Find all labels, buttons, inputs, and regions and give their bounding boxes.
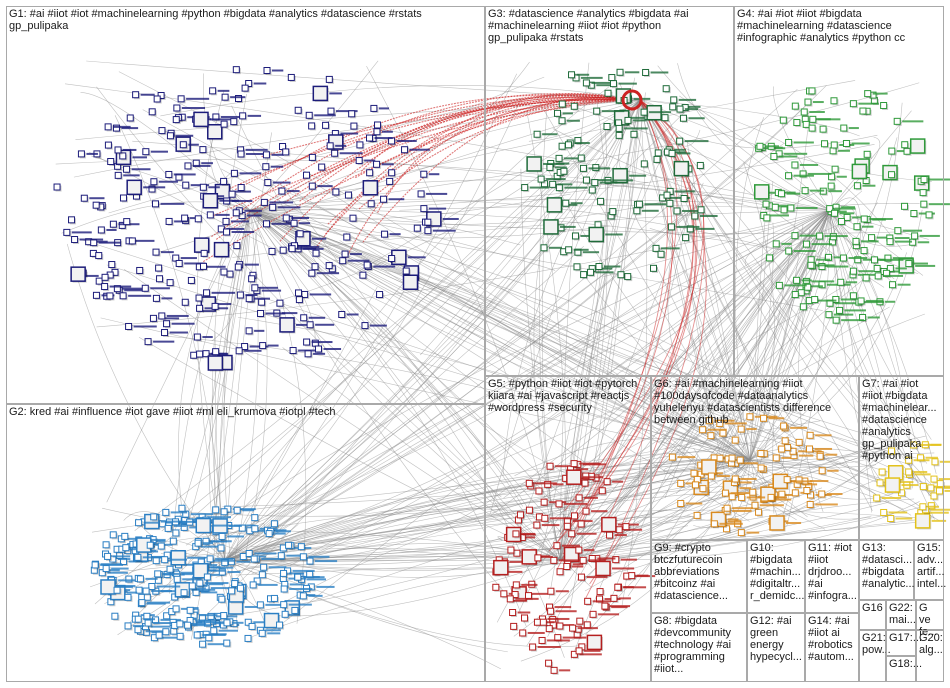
- group-label-g7: G7: #ai #iot #iiot #bigdata #machinelear…: [862, 378, 937, 462]
- group-box-g18: G18:...: [886, 656, 916, 682]
- group-label-g12: G12: #ai green energy hypecycl...: [750, 615, 802, 663]
- group-box-g12: G12: #ai green energy hypecycl...: [747, 613, 805, 682]
- group-box-g1: G1: #ai #iiot #iot #machinelearning #pyt…: [6, 6, 485, 404]
- group-label-g9: G9: #crypto btczfuturecoin abbreviations…: [654, 542, 728, 602]
- group-label-g19: G20: alg...: [919, 632, 943, 656]
- group-box-g5: G5: #python #iiot #iot #pytorch kiiara #…: [485, 376, 651, 682]
- group-box-g14: G14: #ai #iiot ai #robotics #autom...: [805, 613, 859, 682]
- group-label-g5: G5: #python #iiot #iot #pytorch kiiara #…: [488, 378, 637, 414]
- group-box-g16: G16: [859, 600, 886, 630]
- group-label-g10: G10: #bigdata #machin... #digitaltr... r…: [750, 542, 804, 602]
- group-box-g7: G7: #ai #iot #iiot #bigdata #machinelear…: [859, 376, 944, 540]
- group-box-g20: G21: pow...: [859, 630, 886, 682]
- group-label-g15: G15: adv... artif... intel...: [917, 542, 946, 590]
- group-box-g13: G13: #datasci... #bigdata #analytic...: [859, 540, 914, 600]
- group-box-g15: G15: adv... artif... intel...: [914, 540, 944, 600]
- group-box-g6: G6: #ai #machinelearning #iiot #100dayso…: [651, 376, 859, 540]
- group-label-g8: G8: #bigdata #devcommunity #technology #…: [654, 615, 731, 675]
- group-box-g11: G11: #iot #iiot drjdroo... #ai #infogra.…: [805, 540, 859, 613]
- group-label-g3: G3: #datascience #analytics #bigdata #ai…: [488, 8, 689, 44]
- group-label-g11: G11: #iot #iiot drjdroo... #ai #infogra.…: [808, 542, 857, 602]
- group-label-g16: G16: [862, 602, 883, 614]
- group-box-g10: G10: #bigdata #machin... #digitaltr... r…: [747, 540, 805, 613]
- group-box-g19: G20: alg...: [916, 630, 944, 682]
- group-box-g8: G8: #bigdata #devcommunity #technology #…: [651, 613, 747, 682]
- group-label-g13: G13: #datasci... #bigdata #analytic...: [862, 542, 915, 590]
- group-label-g1: G1: #ai #iiot #iot #machinelearning #pyt…: [9, 8, 422, 32]
- group-box-g9: G9: #crypto btczfuturecoin abbreviations…: [651, 540, 747, 613]
- group-box-g2: G2: kred #ai #influence #iot gave #iiot …: [6, 404, 485, 682]
- group-box-g4: G4: #ai #iot #iiot #bigdata #machinelear…: [734, 6, 944, 376]
- group-box-g21: G22: mai...: [886, 600, 916, 630]
- group-label-g6: G6: #ai #machinelearning #iiot #100dayso…: [654, 378, 831, 426]
- group-label-g2: G2: kred #ai #influence #iot gave #iiot …: [9, 406, 336, 418]
- node-label-mark: [944, 490, 950, 492]
- group-box-g17: G17:...: [886, 630, 916, 656]
- group-label-g14: G14: #ai #iiot ai #robotics #autom...: [808, 615, 854, 663]
- group-label-g21: G22: mai...: [889, 602, 916, 626]
- group-box-g3: G3: #datascience #analytics #bigdata #ai…: [485, 6, 734, 376]
- group-box-g22: G ve fe...: [916, 600, 944, 630]
- group-label-g4: G4: #ai #iot #iiot #bigdata #machinelear…: [737, 8, 905, 44]
